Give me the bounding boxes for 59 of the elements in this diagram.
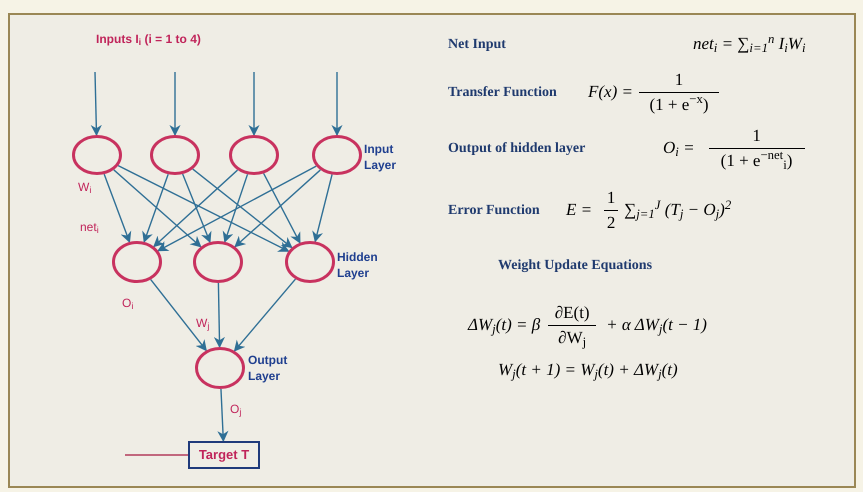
math-symbol-label: O$_{j}$ [230, 401, 242, 418]
arrow [192, 168, 293, 248]
formula-text: O$_{i}$ = [663, 137, 695, 161]
layer-label: Hidden Layer [337, 249, 379, 281]
neuron-circle [72, 135, 122, 175]
formula-text: ∑$_{j=1}$$^{J}$ (T$_{j}$ − O$_{j}$)$^{2}$ [624, 197, 732, 223]
fraction-numerator: ∂E(t) [548, 300, 596, 326]
neuron-circle [229, 135, 279, 175]
math-symbol-label: O$_{i}$ [122, 295, 134, 312]
arrow [104, 174, 132, 244]
formula-heading: Output of hidden layer [448, 140, 586, 158]
arrow [248, 72, 260, 136]
formula-text: + α ΔW$_{j}$(t − 1) [606, 314, 707, 338]
arrow [312, 174, 333, 243]
arrow [142, 174, 169, 243]
arrow [234, 278, 296, 352]
neuron-circle [312, 135, 362, 175]
math-symbol-label: W$_{j}$ [196, 315, 210, 332]
arrow [169, 72, 181, 136]
target-box: Target T [188, 441, 260, 469]
arrow [157, 166, 317, 252]
formula-text: net$_{i}$ = ∑$_{i=1}$$^{n}$ I$_{i}$W$_{i}$ [693, 31, 806, 57]
math-symbol-label: W$_{i}$ [78, 179, 92, 196]
layer-label: Output Layer [248, 352, 288, 384]
section-heading: Weight Update Equations [498, 256, 652, 274]
formula-text: E = [566, 199, 592, 222]
formula-text: ΔW$_{j}$(t) = β [468, 314, 540, 338]
fraction-numerator: 1 [638, 68, 719, 92]
fraction-numerator: 1 [604, 186, 618, 210]
arrow [331, 72, 343, 136]
arrow [118, 165, 290, 252]
formula-heading: Net Input [448, 36, 507, 54]
arrow [234, 169, 321, 248]
inputs-label: Inputs I$_{i}$ (i = 1 to 4) [96, 31, 201, 48]
formula-text: W$_{j}$(t + 1) = W$_{j}$(t) + ΔW$_{j}$(t) [498, 359, 678, 383]
formula-text: F(x) = [588, 81, 633, 104]
layer-label: Input Layer [364, 141, 398, 173]
fraction-denominator: ∂W$_{j}$ [558, 326, 586, 350]
arrow [217, 388, 228, 442]
fraction-numerator: 1 [708, 124, 805, 148]
arrow [263, 173, 301, 244]
neuron-circle [285, 241, 335, 283]
arrow [150, 279, 207, 352]
arrow [182, 174, 212, 244]
neuron-circle [112, 241, 162, 283]
neuron-circle [150, 135, 200, 175]
arrow [214, 282, 226, 348]
formula-heading: Error Function [448, 202, 541, 220]
fraction-denominator: (1 + e$^{−x}$) [649, 92, 708, 116]
fraction-denominator: (1 + e$^{−net}$$_{i}$) [720, 148, 792, 172]
fraction-denominator: 2 [606, 212, 616, 234]
formula-heading: Transfer Function [448, 84, 558, 102]
arrow [113, 169, 202, 248]
neuron-circle [193, 241, 243, 283]
arrow [222, 174, 248, 243]
arrow [90, 72, 102, 136]
arrow [153, 170, 238, 248]
math-symbol-label: net$_{i}$ [80, 219, 99, 236]
neuron-circle [195, 347, 245, 389]
